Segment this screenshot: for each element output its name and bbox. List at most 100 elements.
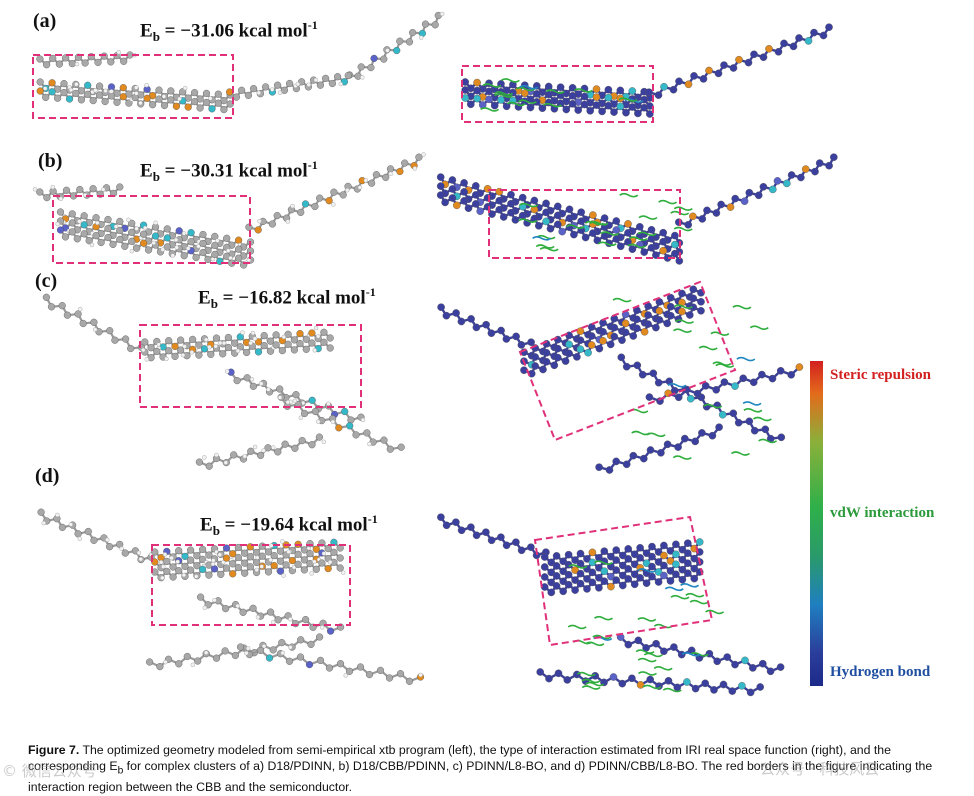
atom [300,556,309,564]
hydrogen-atom [77,219,82,224]
hydrogen-atom [189,350,195,355]
atom [518,211,527,220]
atom [346,422,354,430]
atom [234,553,243,562]
atom [606,340,615,349]
vdw-isosurface [516,86,536,92]
atom [565,214,574,223]
atom [36,188,44,196]
hydrogen-atom [55,221,60,227]
atom [600,214,609,222]
hydrogen-atom [217,340,223,346]
atom [618,336,626,345]
atom [276,567,285,575]
atom [483,184,492,193]
atom [42,61,51,69]
atom [55,60,64,68]
atom [205,551,213,559]
atom [294,560,302,568]
atom [490,101,499,110]
atom [776,366,785,375]
atom [262,83,270,91]
atom [568,92,577,100]
atom [690,72,698,80]
atom [195,458,204,466]
atom [666,557,675,565]
atom [246,563,254,571]
atom [306,549,314,558]
atom [238,86,246,94]
hydrogen-atom [261,448,266,453]
atom [604,101,613,110]
atom [175,567,183,575]
hydrogen-atom [224,369,230,374]
atom [339,191,347,199]
atom [104,224,112,233]
atom [750,426,759,435]
hydrogen-atom [256,90,262,96]
atom [452,201,461,210]
hydrogen-atom [182,344,187,349]
atom [318,559,326,567]
atom [290,346,299,354]
atom [495,196,504,205]
atom [241,549,249,557]
hydrogen-atom [214,452,219,458]
caption-figure-number: Figure 7. [28,743,80,757]
atom [367,63,375,72]
hydrogen-atom [202,605,208,611]
atom [141,338,149,346]
atom [713,657,722,666]
atom [703,206,711,215]
atom [550,361,559,370]
atom [68,210,76,218]
atom [801,165,810,173]
atom [542,208,550,217]
atom [487,536,496,545]
atom [636,544,644,552]
atom [121,335,130,343]
atom [167,87,175,95]
hydrogen-atom [208,96,213,101]
atom [571,586,579,594]
atom [795,34,803,42]
vdw-isosurface [581,685,601,690]
atom [576,569,585,578]
atom [171,342,179,351]
atom [72,89,80,98]
atom [160,101,169,110]
atom [42,93,50,102]
atom [211,250,219,259]
atom [380,436,388,444]
atom [619,581,627,590]
atom [542,357,551,366]
atom [341,407,349,416]
atom [646,446,655,454]
hydrogen-atom [226,248,231,253]
atom [769,185,777,194]
atom [194,657,202,665]
atom [376,666,385,675]
atom [36,55,44,63]
atom [214,90,222,98]
atom [599,327,607,336]
atom [622,362,631,371]
atom [476,207,485,215]
atom [715,423,723,432]
atom [68,59,76,68]
atom [372,171,381,179]
atom [268,220,277,228]
atom [436,182,445,190]
atom [345,667,354,675]
atom [564,570,573,579]
hydrogen-atom [68,522,74,527]
atom [195,351,203,359]
atom [79,319,87,328]
atom [830,153,838,161]
atom [175,547,183,555]
atom [336,564,344,572]
vdw-isosurface [612,297,632,303]
atom [457,317,466,326]
vdw-isosurface [519,202,539,208]
atom [593,236,602,245]
